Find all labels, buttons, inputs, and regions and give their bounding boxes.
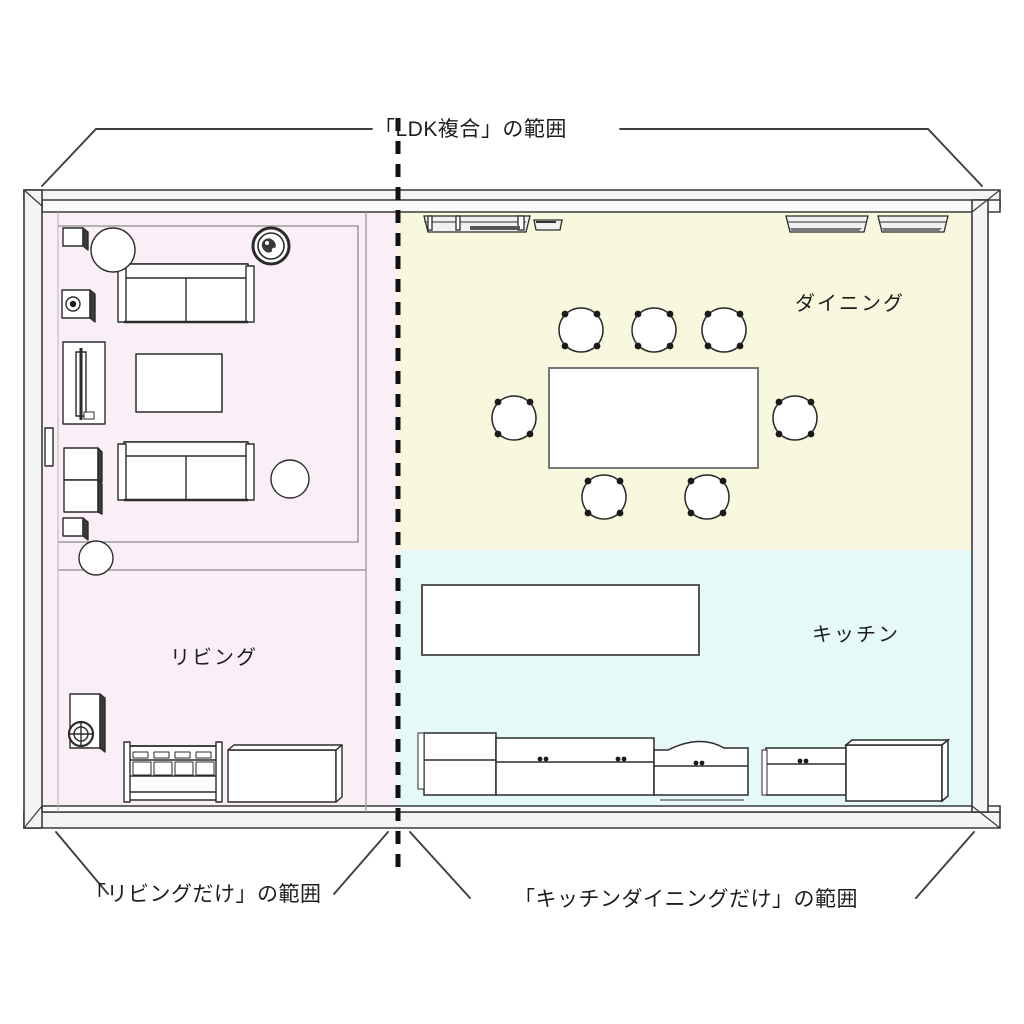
label-ldk-range: 「LDK複合」の範囲 bbox=[374, 118, 567, 141]
bracket-bottom-right-outer bbox=[915, 831, 975, 899]
armchair-upper bbox=[63, 447, 103, 483]
sofa-bottom bbox=[117, 441, 255, 502]
side-table-top bbox=[62, 227, 89, 251]
counter-unit-2 bbox=[495, 737, 655, 796]
sofa-top bbox=[117, 263, 255, 324]
chair-left bbox=[491, 395, 537, 441]
kitchen-furniture bbox=[417, 584, 951, 803]
wall-shelf-right-1 bbox=[785, 215, 869, 233]
chair-bottom-1 bbox=[581, 474, 627, 520]
bracket-bottom-left-inner bbox=[333, 831, 389, 895]
wall-right bbox=[971, 199, 989, 813]
label-kitchen-dining-only-range: 「キッチンダイニングだけ」の範囲 bbox=[514, 888, 858, 911]
wall-shelves bbox=[423, 215, 949, 233]
side-table-bottom bbox=[62, 517, 89, 541]
wall-fixture-round bbox=[67, 693, 106, 753]
bevel-bottom-right bbox=[971, 805, 1001, 829]
chair-top-2 bbox=[631, 307, 677, 353]
dining-table bbox=[548, 367, 759, 469]
counter-unit-3 bbox=[653, 740, 749, 801]
wall-top-inner bbox=[41, 199, 1001, 213]
wall-shelf-right-2 bbox=[877, 215, 949, 233]
counter-unit-5 bbox=[843, 738, 951, 803]
round-stool-corner bbox=[78, 540, 114, 576]
bevel-top-left bbox=[23, 189, 43, 207]
bracket-top-left bbox=[41, 128, 373, 187]
leader-lines bbox=[41, 128, 983, 899]
wall-clock bbox=[251, 226, 291, 266]
media-console bbox=[62, 341, 106, 425]
room-label-living: リビング bbox=[170, 647, 258, 669]
kitchen-island bbox=[421, 584, 700, 656]
room-label-kitchen: キッチン bbox=[812, 624, 900, 646]
coffee-table bbox=[135, 353, 223, 413]
chair-bottom-2 bbox=[684, 474, 730, 520]
bracket-top-right bbox=[619, 128, 983, 187]
bookshelf bbox=[123, 741, 223, 803]
speaker bbox=[61, 289, 96, 323]
round-stool-lower bbox=[270, 459, 310, 499]
chair-top-1 bbox=[558, 307, 604, 353]
bracket-bottom-left-outer bbox=[55, 831, 109, 895]
counter-unit-1 bbox=[417, 732, 497, 796]
chair-right bbox=[772, 395, 818, 441]
living-partitions bbox=[57, 212, 367, 812]
counter-unit-4 bbox=[761, 747, 847, 796]
floor-lamp bbox=[44, 427, 54, 467]
wall-bottom-inner bbox=[41, 805, 1001, 813]
bevel-bottom-left bbox=[23, 805, 43, 829]
wall-shelf-small bbox=[533, 219, 563, 231]
wall-left bbox=[23, 189, 43, 829]
wall-shelf-left bbox=[423, 215, 531, 233]
room-label-dining: ダイニング bbox=[795, 293, 905, 315]
bevel-top-right bbox=[971, 189, 1001, 213]
living-furniture bbox=[44, 226, 343, 803]
wall-bottom bbox=[23, 811, 1001, 829]
outer-walls bbox=[23, 189, 1001, 829]
armchair-lower bbox=[63, 479, 103, 515]
round-stool-upper bbox=[90, 227, 136, 273]
low-cabinet bbox=[227, 744, 343, 803]
bracket-bottom-right-inner bbox=[409, 831, 471, 899]
chair-top-3 bbox=[701, 307, 747, 353]
dining-furniture bbox=[491, 307, 818, 520]
label-living-only-range: 「リビングだけ」の範囲 bbox=[85, 883, 322, 906]
living-inner-rect bbox=[58, 225, 359, 543]
